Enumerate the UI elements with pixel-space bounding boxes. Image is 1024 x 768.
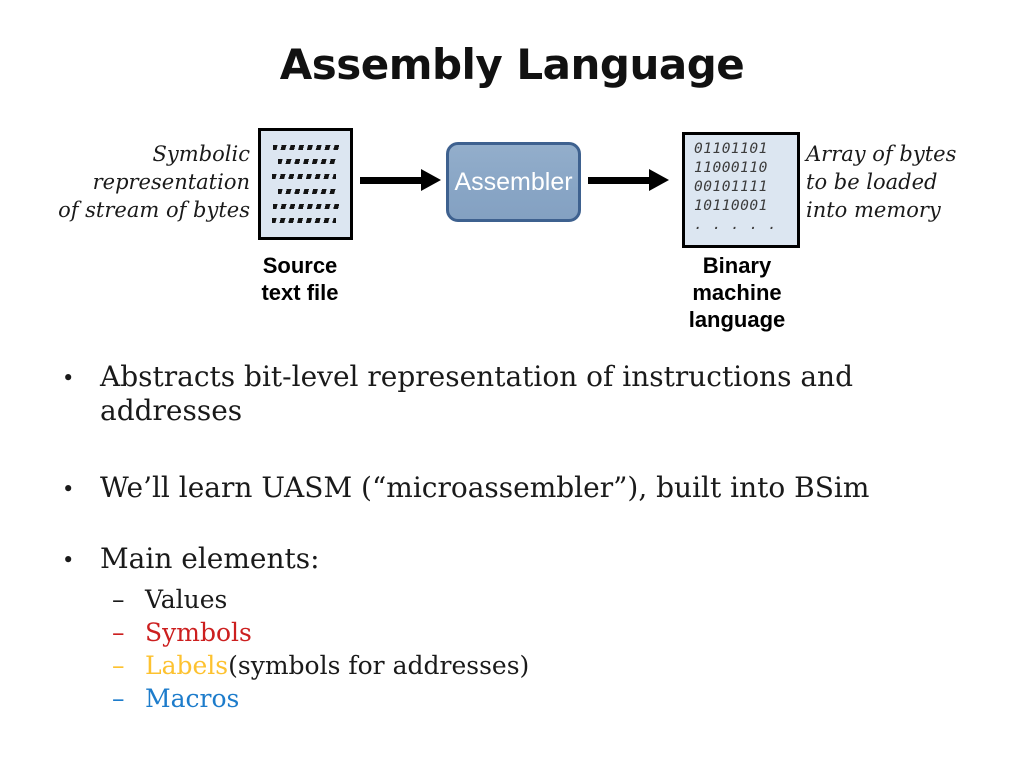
scribble-line <box>272 174 336 180</box>
bullet-list: • Abstracts bit-level representation of … <box>62 360 972 715</box>
dash-icon: – <box>112 618 125 648</box>
caption-line: into memory <box>806 198 941 222</box>
caption-line: representation <box>92 170 250 194</box>
label-line: Source <box>262 253 338 278</box>
scribble-line <box>272 144 339 150</box>
source-file-box <box>258 128 353 240</box>
binary-line: 01101101 <box>694 141 768 157</box>
sub-item-values: – Values <box>112 583 972 616</box>
caption-line: to be loaded <box>806 170 938 194</box>
source-file-label: Source text file <box>225 252 375 306</box>
bullet-icon: • <box>62 366 75 390</box>
binary-line: 11000110 <box>694 160 768 176</box>
sub-item-label: Labels <box>145 651 229 681</box>
sub-item-label: Values <box>145 585 228 615</box>
bullet-text: Main elements: <box>100 541 320 575</box>
assembler-box: Assembler <box>446 142 581 222</box>
caption-line: of stream of bytes <box>58 198 250 222</box>
sub-item-macros: – Macros <box>112 682 972 715</box>
label-line: language <box>688 307 786 332</box>
label-line: machine <box>692 280 782 305</box>
binary-line: . . . . . <box>694 217 778 233</box>
binary-caption: Array of bytes to be loaded into memory <box>806 140 1016 224</box>
scribble-line <box>272 203 339 209</box>
bullet-item-abstracts: • Abstracts bit-level representation of … <box>62 360 972 427</box>
scribble-line <box>277 188 338 194</box>
label-line: Binary <box>702 253 772 278</box>
dash-icon: – <box>112 585 125 615</box>
bullet-icon: • <box>62 477 75 502</box>
bullet-item-uasm: • We’ll learn UASM (“microassembler”), b… <box>62 471 972 505</box>
bullet-item-main-elements: • Main elements: <box>62 542 972 576</box>
assembler-label: Assembler <box>454 167 573 196</box>
binary-language-label: Binary machine language <box>662 252 812 333</box>
caption-line: Symbolic <box>152 142 250 166</box>
arrow-right-icon <box>588 169 669 191</box>
bullet-text: We’ll learn UASM (“microassembler”), bui… <box>100 471 870 505</box>
sub-item-labels: – Labels (symbols for addresses) <box>112 649 972 682</box>
binary-machine-box: 01101101 11000110 00101111 10110001 . . … <box>682 132 800 248</box>
binary-line: 00101111 <box>694 179 768 195</box>
dash-icon: – <box>112 684 125 714</box>
sub-item-label: Symbols <box>145 618 252 648</box>
sub-item-symbols: – Symbols <box>112 616 972 649</box>
source-caption: Symbolic representation of stream of byt… <box>30 140 250 224</box>
caption-line: Array of bytes <box>806 142 957 166</box>
assembler-diagram: Symbolic representation of stream of byt… <box>0 0 1024 340</box>
dash-icon: – <box>112 651 125 681</box>
scribble-line <box>272 218 336 224</box>
arrow-right-icon <box>360 169 441 191</box>
scribble-line <box>277 159 338 165</box>
main-elements-sub-list: – Values – Symbols – Labels (symbols for… <box>112 583 972 715</box>
label-line: text file <box>261 280 339 305</box>
source-text-scribbles <box>261 131 350 237</box>
slide-title: Assembly Language <box>279 40 745 89</box>
sub-item-label: Macros <box>145 684 240 714</box>
bullet-text: Abstracts bit-level representation of in… <box>100 360 854 427</box>
binary-line: 10110001 <box>694 198 768 214</box>
bullet-icon: • <box>62 547 75 572</box>
sub-item-suffix: (symbols for addresses) <box>228 651 530 681</box>
